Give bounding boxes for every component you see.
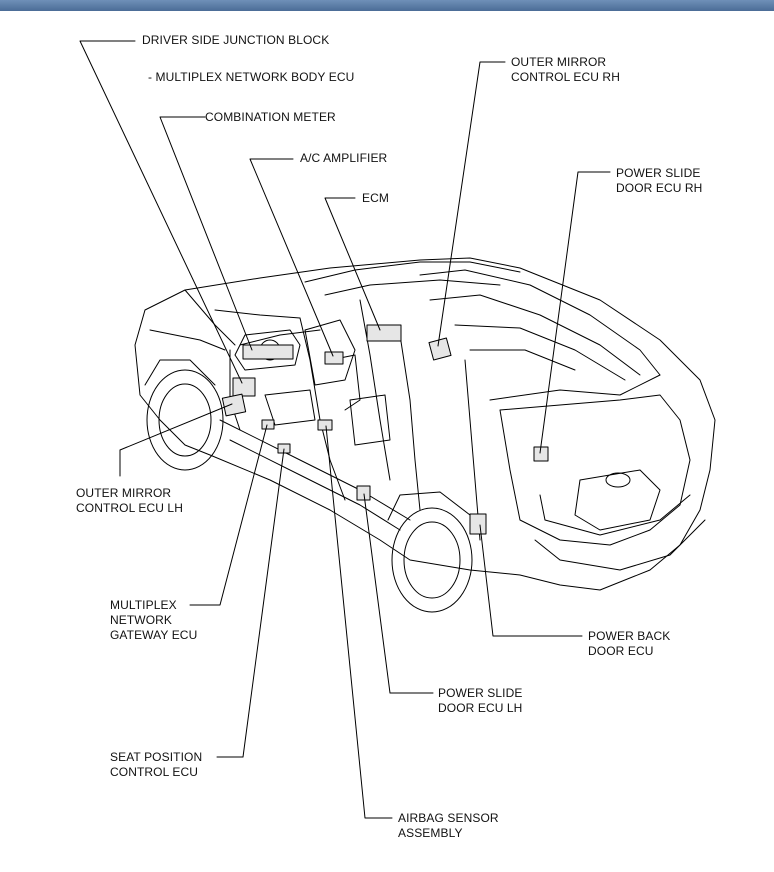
front-wheel <box>144 359 224 471</box>
label-power-slide-door-ecu-rh: POWER SLIDE DOOR ECU RH <box>616 166 703 195</box>
label-driver-side-junction-block: DRIVER SIDE JUNCTION BLOCK <box>142 33 330 47</box>
rear-wheel <box>387 491 473 613</box>
label-seat-position-control-ecu: SEAT POSITION CONTROL ECU <box>110 750 203 779</box>
label-outer-mirror-control-ecu-rh: OUTER MIRROR CONTROL ECU RH <box>511 55 620 84</box>
junction-block-box <box>232 377 256 397</box>
label-multiplex-network-body-ecu: - MULTIPLEX NETWORK BODY ECU <box>148 70 355 84</box>
label-multiplex-network-gateway-ecu: MULTIPLEX NETWORK GATEWAY ECU <box>110 598 198 642</box>
label-combination-meter: COMBINATION METER <box>205 110 336 124</box>
gateway-box <box>261 419 275 430</box>
airbag-sensor-box <box>317 419 333 431</box>
ecu-boxes <box>221 324 549 535</box>
ac-amplifier-box <box>324 351 344 365</box>
header-bar <box>0 0 774 11</box>
label-ac-amplifier: A/C AMPLIFIER <box>300 151 388 165</box>
leader-lines <box>79 40 611 819</box>
power-back-door-box <box>469 513 487 535</box>
label-power-back-door-ecu: POWER BACK DOOR ECU <box>588 629 671 658</box>
label-power-slide-door-ecu-lh: POWER SLIDE DOOR ECU LH <box>438 686 523 715</box>
car-outline <box>134 257 716 591</box>
outer-mirror-lh-box <box>221 393 247 417</box>
power-slide-lh-box <box>356 485 371 501</box>
outer-mirror-rh-box <box>428 337 452 361</box>
ecm-box <box>366 324 402 342</box>
label-ecm: ECM <box>362 191 389 205</box>
label-outer-mirror-control-ecu-lh: OUTER MIRROR CONTROL ECU LH <box>76 486 183 515</box>
label-airbag-sensor-assembly: AIRBAG SENSOR ASSEMBLY <box>398 811 499 840</box>
combination-meter-box <box>242 344 294 360</box>
